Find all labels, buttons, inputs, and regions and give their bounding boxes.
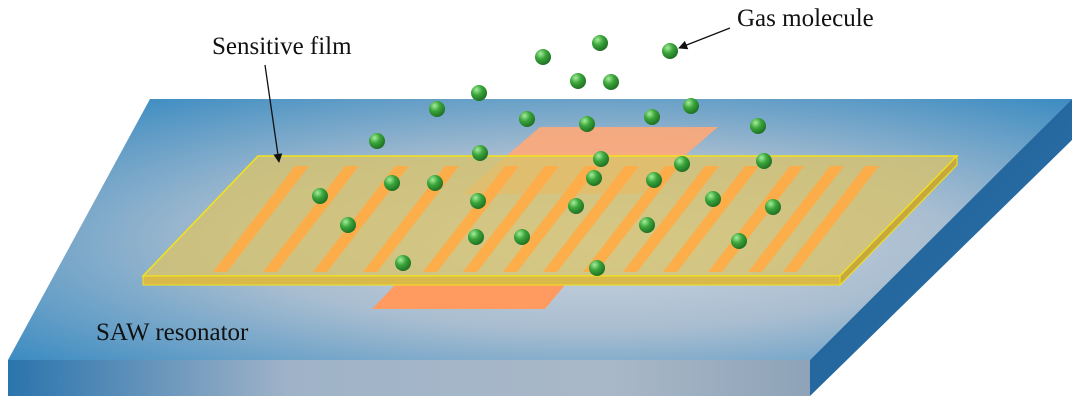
gas-molecule-icon	[593, 151, 609, 167]
electrode-finger	[463, 166, 559, 272]
gas-molecule-icon	[639, 217, 655, 233]
electrode-finger	[213, 166, 309, 272]
sensitive-film	[141, 154, 959, 287]
bottom-contact-pad	[372, 285, 565, 309]
gas-molecule-icon	[765, 199, 781, 215]
gas-molecule-icon	[750, 118, 766, 134]
gas-molecule-icon	[514, 229, 530, 245]
electrode-finger	[263, 166, 359, 272]
gas-molecule-icon	[472, 145, 488, 161]
gas-molecule-icon	[644, 109, 660, 125]
gas-molecule-icon	[519, 111, 535, 127]
gas-molecule-label: Gas molecule	[737, 5, 874, 32]
gas-molecule-icon	[429, 101, 445, 117]
electrode-finger	[583, 166, 679, 272]
saw-resonator-label: SAW resonator	[96, 319, 249, 346]
gas-molecule-icon	[603, 74, 619, 90]
gas-molecule-icon	[395, 255, 411, 271]
gas-molecule-icon	[384, 175, 400, 191]
gas-molecule-icon	[646, 172, 662, 188]
electrode-finger	[313, 166, 409, 272]
gas-molecule-icon	[589, 260, 605, 276]
electrode-finger	[543, 166, 639, 272]
sensitive-film-edge	[142, 275, 841, 286]
gas-molecule-icon	[427, 175, 443, 191]
gas-molecule-icon	[568, 198, 584, 214]
gas-molecule-icon	[579, 116, 595, 132]
electrode-finger	[783, 166, 879, 272]
sensitive-film-side	[839, 154, 958, 287]
gas-molecule-pointer-arrow	[678, 27, 731, 50]
gas-molecule-icon	[535, 49, 551, 65]
gas-molecule-icon	[662, 43, 678, 59]
electrode-finger	[423, 166, 519, 272]
interdigital-electrodes	[213, 166, 879, 272]
gas-molecules	[312, 35, 781, 276]
gas-molecule-icon	[369, 133, 385, 149]
substrate-side-face	[810, 99, 1072, 396]
gas-molecule-icon	[470, 193, 486, 209]
sensitive-film-pointer-arrow	[264, 64, 283, 163]
electrode-finger	[748, 166, 844, 272]
gas-molecule-icon	[468, 229, 484, 245]
electrode-finger	[363, 166, 459, 272]
gas-molecule-icon	[340, 217, 356, 233]
electrode-finger	[708, 166, 804, 272]
electrode-finger	[503, 166, 599, 272]
gas-molecule-icon	[586, 170, 602, 186]
gas-molecule-icon	[756, 153, 772, 169]
gas-molecule-icon	[471, 85, 487, 101]
gas-molecule-icon	[731, 233, 747, 249]
substrate-front-face	[8, 360, 810, 396]
gas-molecule-icon	[312, 188, 328, 204]
gas-molecule-icon	[674, 156, 690, 172]
electrode-finger	[623, 166, 719, 272]
sensitive-film-label: Sensitive film	[212, 33, 352, 60]
electrode-finger	[663, 166, 759, 272]
gas-molecule-icon	[705, 191, 721, 207]
gas-molecule-icon	[570, 73, 586, 89]
gas-molecule-icon	[592, 35, 608, 51]
gas-molecule-icon	[683, 98, 699, 114]
